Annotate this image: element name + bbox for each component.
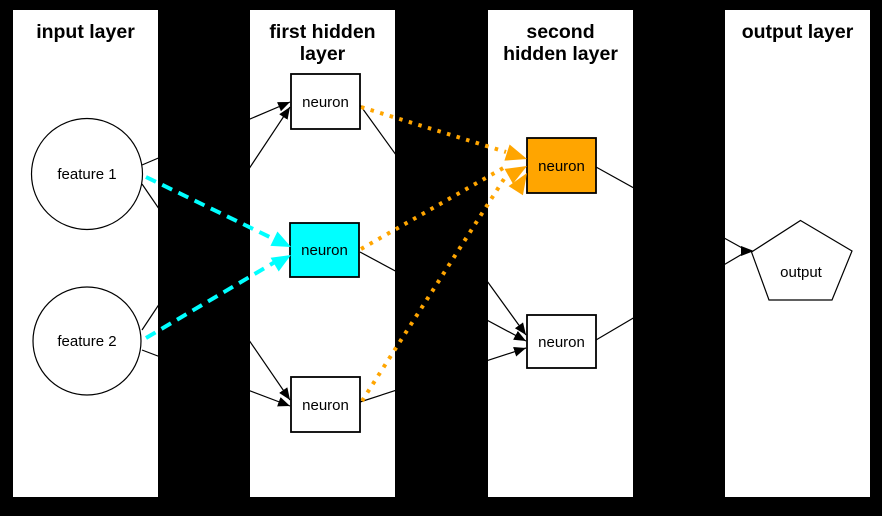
- label-h1-top: neuron: [302, 94, 349, 111]
- label-output: output: [780, 264, 823, 281]
- edge-feature1-h1bottom: [141, 183, 291, 401]
- title-first-hidden-line2: layer: [300, 43, 346, 65]
- panel-second-hidden-layer: [488, 10, 633, 497]
- node-h1-middle: [289, 222, 360, 278]
- node-h1-bottom: [290, 376, 361, 433]
- title-output-layer: output layer: [742, 21, 854, 43]
- arrowhead-black-into-output: [741, 246, 754, 256]
- edge-h2top-output: [595, 166, 745, 250]
- cyan-arrowheads: [270, 231, 291, 272]
- edge-feature1-h1middle: [145, 175, 281, 244]
- node-h2-top: [526, 137, 597, 194]
- label-h1-bottom: neuron: [302, 397, 349, 414]
- node-h2-bottom: [526, 314, 597, 369]
- node-h1-top: [290, 73, 361, 130]
- edge-h1middle-h2bottom: [359, 251, 527, 342]
- label-h2-bottom: neuron: [538, 334, 585, 351]
- edge-feature1-h1top: [141, 101, 291, 166]
- edge-h1bottom-h2bottom: [359, 346, 527, 403]
- title-input-layer: input layer: [36, 21, 135, 43]
- arrowhead-orange-from-h1bottom: [508, 173, 527, 196]
- node-output: [750, 219, 853, 301]
- edge-h2bottom-output: [595, 252, 745, 341]
- edge-h1top-h2bottom: [359, 104, 527, 336]
- label-feature-2: feature 2: [57, 333, 116, 350]
- edge-feature2-h1bottom: [141, 349, 291, 407]
- label-h1-middle: neuron: [301, 242, 348, 259]
- arrowhead-orange-from-h1middle: [504, 166, 527, 184]
- edge-h1middle-h2top: [360, 165, 506, 251]
- panel-input-layer: [13, 10, 158, 497]
- node-feature-1: [30, 117, 144, 231]
- arrowhead-cyan-from-feature2: [270, 255, 291, 272]
- title-second-hidden-line2: hidden layer: [503, 43, 618, 65]
- arrowhead-orange-from-h1top: [504, 144, 527, 161]
- arrowhead-cyan-from-feature1: [270, 231, 291, 247]
- edge-h1bottom-h2top: [360, 177, 506, 403]
- title-second-hidden-line1: second: [526, 21, 594, 43]
- orange-arrowheads: [504, 144, 527, 196]
- node-feature-2: [32, 286, 142, 396]
- label-feature-1: feature 1: [57, 166, 116, 183]
- label-h2-top: neuron: [538, 158, 585, 175]
- title-first-hidden-line1: first hidden: [269, 21, 375, 43]
- edge-feature2-h1top: [141, 106, 291, 331]
- edge-feature2-h1middle: [144, 257, 282, 340]
